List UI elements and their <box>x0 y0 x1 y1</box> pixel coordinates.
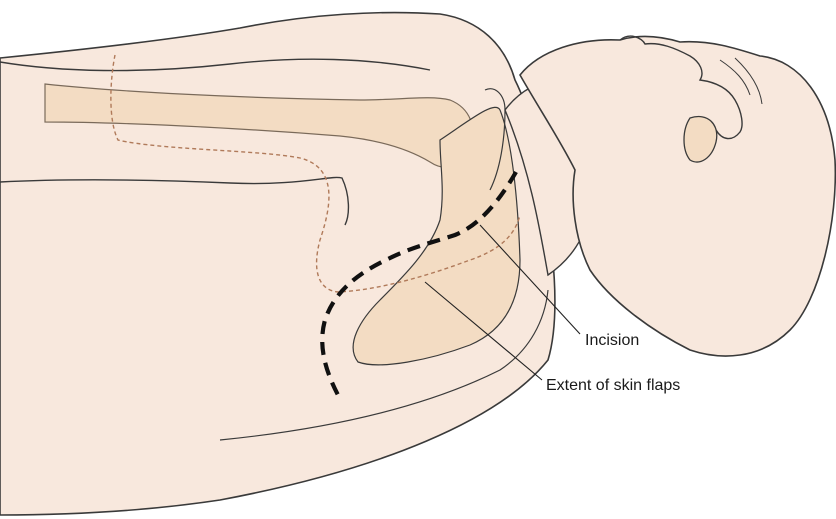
incision-label: Incision <box>585 332 639 349</box>
skin-flaps-label: Extent of skin flaps <box>546 377 680 394</box>
